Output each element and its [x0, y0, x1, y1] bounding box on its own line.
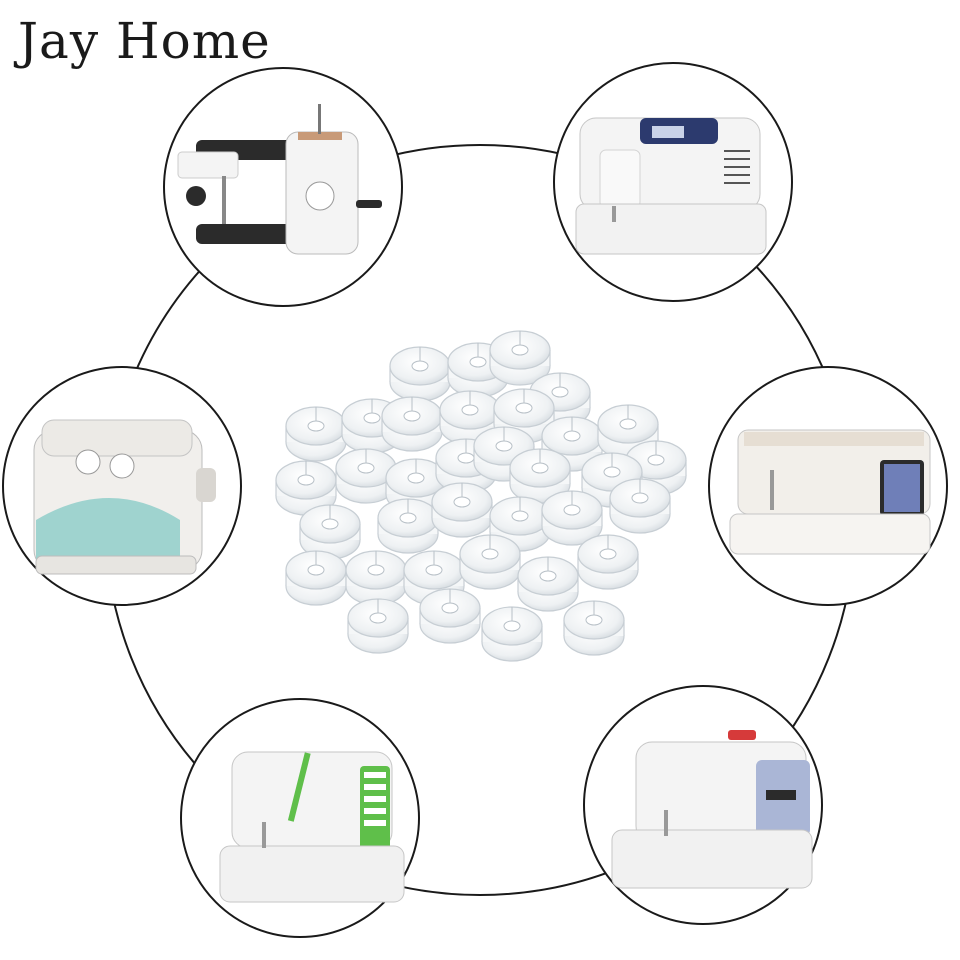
machine-circle-1 — [163, 67, 403, 307]
clear-bobbin-icon — [481, 606, 543, 662]
sewing-machine-icon — [729, 429, 931, 555]
clear-bobbin-icon — [577, 534, 639, 590]
sewing-machine-icon — [575, 117, 767, 255]
machine-circle-6 — [583, 685, 823, 925]
sewing-machine-icon — [177, 104, 382, 255]
clear-bobbin-icon — [377, 498, 439, 554]
clear-bobbin-icon — [431, 482, 493, 538]
machine-circle-3 — [2, 366, 242, 606]
brand-logo-text: Jay Home — [18, 12, 271, 70]
clear-bobbin-icon — [419, 588, 481, 644]
sewing-machine-icon — [219, 751, 405, 903]
clear-bobbin-icon — [285, 550, 347, 606]
machine-circle-5 — [180, 698, 420, 938]
clear-bobbin-icon — [389, 346, 451, 402]
clear-bobbin-icon — [347, 598, 409, 654]
clear-bobbin-icon — [285, 406, 347, 462]
machine-circle-2 — [553, 62, 793, 302]
machine-circle-4 — [708, 366, 948, 606]
clear-bobbin-icon — [459, 534, 521, 590]
sewing-machine-icon — [611, 730, 813, 889]
clear-bobbin-icon — [609, 478, 671, 534]
clear-bobbin-icon — [345, 550, 407, 606]
clear-bobbin-icon — [517, 556, 579, 612]
clear-bobbin-icon — [563, 600, 625, 656]
bobbin-cluster — [275, 330, 687, 662]
clear-bobbin-icon — [381, 396, 443, 452]
sewing-machine-icon — [33, 419, 216, 575]
